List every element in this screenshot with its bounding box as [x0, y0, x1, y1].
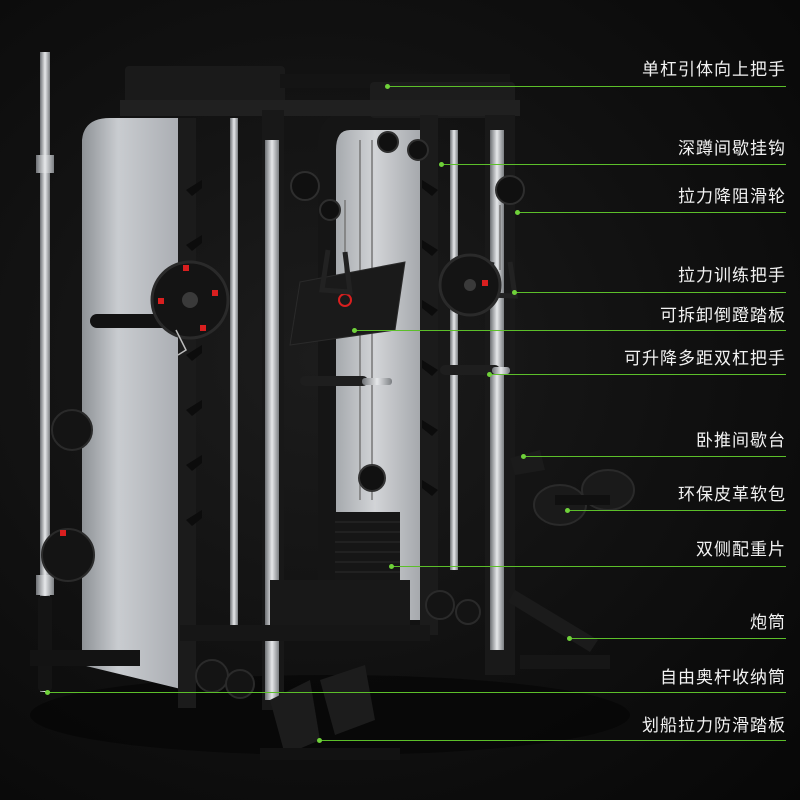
dip-handle-left — [300, 376, 368, 386]
right-plate-hub — [464, 279, 476, 291]
dip-handle-left-tip — [362, 378, 392, 385]
leader-dot-footplate — [352, 328, 357, 333]
leader-line-row-plate — [320, 740, 786, 741]
leader-dot-dip-handle — [487, 372, 492, 377]
label-row-plate: 划船拉力防滑踏板 — [642, 716, 786, 736]
leader-dot-squat-hook — [439, 162, 444, 167]
leader-dot-cable-handle — [512, 290, 517, 295]
leader-line-landmine — [570, 638, 786, 639]
row-base-bar — [260, 748, 400, 760]
cable-handle-left — [319, 249, 353, 295]
left-side-panel — [82, 118, 185, 690]
leader-line-dip-handle — [490, 374, 786, 375]
leader-dot-weight-stack — [389, 564, 394, 569]
leader-dot-row-plate — [317, 738, 322, 743]
weight-stack-knob — [358, 464, 386, 492]
left-j-hooks — [186, 180, 202, 526]
leader-line-footplate — [355, 330, 786, 331]
label-landmine: 炮筒 — [750, 613, 786, 633]
leader-line-squat-hook — [442, 164, 786, 165]
right-plate-red-mark — [482, 280, 488, 286]
leader-dot-bar-storage — [45, 690, 50, 695]
base-left-foot — [30, 650, 140, 666]
top-rail — [120, 100, 520, 116]
right-j-hooks — [422, 180, 438, 496]
base-front-arm — [270, 580, 410, 625]
base-plate-b — [225, 669, 255, 699]
leader-line-cable-handle — [515, 292, 786, 293]
leader-line-bar-storage — [48, 692, 786, 693]
leader-dot-pullup — [385, 84, 390, 89]
row-footplate-left — [270, 680, 320, 755]
left-upright-chrome — [230, 118, 238, 638]
top-header-pad — [125, 66, 285, 104]
bench-rest — [510, 450, 545, 475]
rear-arch — [318, 112, 420, 620]
storage-plate-red — [60, 530, 66, 536]
label-weight-stack: 双侧配重片 — [696, 540, 786, 560]
label-leather-pad: 环保皮革软包 — [678, 485, 786, 505]
leader-dot-landmine — [567, 636, 572, 641]
leader-dot-bench-rest — [521, 454, 526, 459]
storage-plate-upper — [51, 409, 93, 451]
label-cable-handle: 拉力训练把手 — [678, 266, 786, 286]
base-frame-rear — [180, 625, 430, 641]
base-right-foot — [520, 655, 610, 669]
label-squat-hook: 深蹲间歇挂钩 — [678, 139, 786, 159]
label-pullup-handle: 单杠引体向上把手 — [642, 60, 786, 80]
base-plate-a — [195, 659, 229, 693]
label-footplate: 可拆卸倒蹬踏板 — [660, 306, 786, 326]
center-left-chrome — [265, 140, 279, 700]
olympic-bar-sleeve — [38, 596, 52, 691]
base-plate-c — [425, 590, 455, 620]
smith-plate-hub — [182, 292, 198, 308]
right-upright-chrome — [450, 130, 458, 570]
safety-hook — [175, 329, 187, 356]
dip-handle-right-tip — [492, 367, 510, 374]
storage-plate-lower — [41, 528, 95, 582]
label-bar-storage: 自由奥杆收纳筒 — [660, 668, 786, 688]
label-dip-handle: 可升降多距双杠把手 — [624, 349, 786, 369]
leader-line-pullup — [388, 86, 786, 87]
leader-line-weight-stack — [392, 566, 786, 567]
label-bench-rest: 卧推间歇台 — [696, 431, 786, 451]
base-plate-d — [455, 599, 481, 625]
leader-line-pulley — [518, 212, 786, 213]
leader-line-leather-pad — [568, 510, 786, 511]
label-pulley: 拉力降阻滑轮 — [678, 187, 786, 207]
olympic-bar-collar-bottom — [36, 575, 54, 595]
dip-handle-right — [440, 365, 500, 375]
right-upright-b-chrome — [490, 130, 504, 650]
row-footplate-right — [320, 665, 375, 735]
pulleys — [290, 131, 525, 221]
leader-dot-leather-pad — [565, 508, 570, 513]
leader-dot-pulley — [515, 210, 520, 215]
smith-plate-red-marks — [158, 265, 218, 331]
leg-roller-axle — [555, 495, 610, 505]
landmine-tube — [508, 590, 598, 652]
olympic-bar-collar-top — [36, 155, 54, 173]
olympic-bar-shaft — [40, 52, 50, 692]
leader-line-bench-rest — [524, 456, 786, 457]
